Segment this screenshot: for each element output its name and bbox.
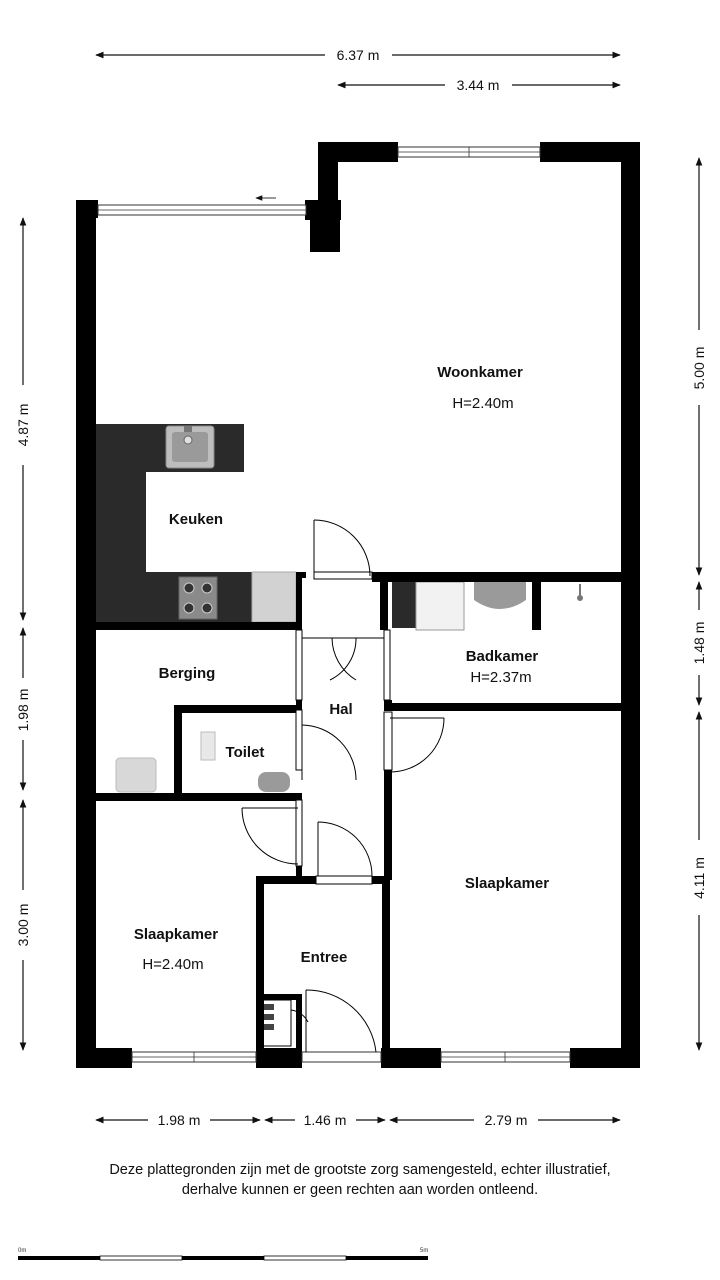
washing-machine-icon xyxy=(115,757,157,793)
door-woonkamer xyxy=(313,519,373,580)
room-height-slaapkamer-left: H=2.40m xyxy=(142,956,203,973)
dimension-label: 3.44 m xyxy=(457,77,500,93)
dimension-bottom-right: 2.79 m xyxy=(389,1112,621,1128)
door-meter-cupboard xyxy=(290,1009,309,1040)
dimension-right-middle: 1.48 m xyxy=(691,581,707,706)
dimension-label: 4.87 m xyxy=(15,404,31,447)
room-label-woonkamer: Woonkamer xyxy=(437,364,523,381)
dimension-label: 4.11 m xyxy=(691,857,707,899)
door-entree xyxy=(315,821,373,885)
kitchen-sink-icon xyxy=(165,425,215,469)
window-bottom-left xyxy=(131,1051,257,1063)
room-label-toilet: Toilet xyxy=(226,744,265,761)
door-front xyxy=(305,989,377,1053)
door-slaapkamer-left xyxy=(241,799,303,867)
dimension-top-total: 6.37 m xyxy=(95,47,621,63)
disclaimer-line-1: Deze plattegronden zijn met de grootste … xyxy=(109,1162,611,1178)
dimension-label: 1.98 m xyxy=(158,1112,201,1128)
stove-icon xyxy=(178,576,218,620)
dimension-right-top: 5.00 m xyxy=(691,157,707,576)
room-label-hal: Hal xyxy=(329,701,352,718)
dimension-label: 1.98 m xyxy=(15,689,31,732)
room-height-badkamer: H=2.37m xyxy=(470,669,531,686)
dimension-right-bottom: 4.11 m xyxy=(691,711,707,1051)
meter-cupboard-icon xyxy=(260,999,292,1047)
dimension-top-right: 3.44 m xyxy=(337,77,621,93)
room-label-badkamer: Badkamer xyxy=(466,648,539,665)
dimension-left-top: 4.87 m xyxy=(15,217,31,621)
scale-bar: 0m 5m xyxy=(18,1248,428,1261)
window-top-left xyxy=(97,195,307,216)
dimension-bottom-middle: 1.46 m xyxy=(264,1112,386,1128)
disclaimer: Deze plattegronden zijn met de grootste … xyxy=(0,1160,720,1200)
walls xyxy=(76,142,640,1068)
room-label-slaapkamer-left: Slaapkamer xyxy=(134,926,218,943)
room-height-woonkamer: H=2.40m xyxy=(452,395,513,412)
dimension-bottom-left: 1.98 m xyxy=(95,1112,261,1128)
room-label-berging: Berging xyxy=(159,665,216,682)
door-slaapkamer-right xyxy=(383,711,445,773)
bathroom-sink-icon xyxy=(474,582,526,609)
room-label-slaapkamer-right: Slaapkamer xyxy=(465,875,549,892)
window-top-right xyxy=(397,146,541,158)
room-label-entree: Entree xyxy=(301,949,348,966)
dimension-label: 1.46 m xyxy=(304,1112,347,1128)
shower-icon xyxy=(577,584,583,601)
disclaimer-line-2: derhalve kunnen er geen rechten aan word… xyxy=(181,1182,539,1198)
dimension-label: 2.79 m xyxy=(485,1112,528,1128)
scale-start-label: 0m xyxy=(18,1248,26,1254)
door-toilet xyxy=(295,709,357,781)
dimension-label: 1.48 m xyxy=(691,622,707,665)
front-door-threshold xyxy=(301,1051,382,1063)
fridge-icon xyxy=(251,571,297,623)
dimension-label: 6.37 m xyxy=(337,47,380,63)
dimension-label: 3.00 m xyxy=(15,904,31,947)
scale-end-label: 5m xyxy=(420,1248,428,1254)
window-bottom-right xyxy=(440,1051,571,1063)
bathroom-fixtures xyxy=(392,581,583,631)
dimension-label: 5.00 m xyxy=(691,347,707,390)
door-hal-top xyxy=(295,629,391,701)
dimension-left-middle: 1.98 m xyxy=(15,627,31,791)
toilet-icon xyxy=(200,731,290,792)
room-label-keuken: Keuken xyxy=(169,511,223,528)
dimension-left-bottom: 3.00 m xyxy=(15,799,31,1051)
